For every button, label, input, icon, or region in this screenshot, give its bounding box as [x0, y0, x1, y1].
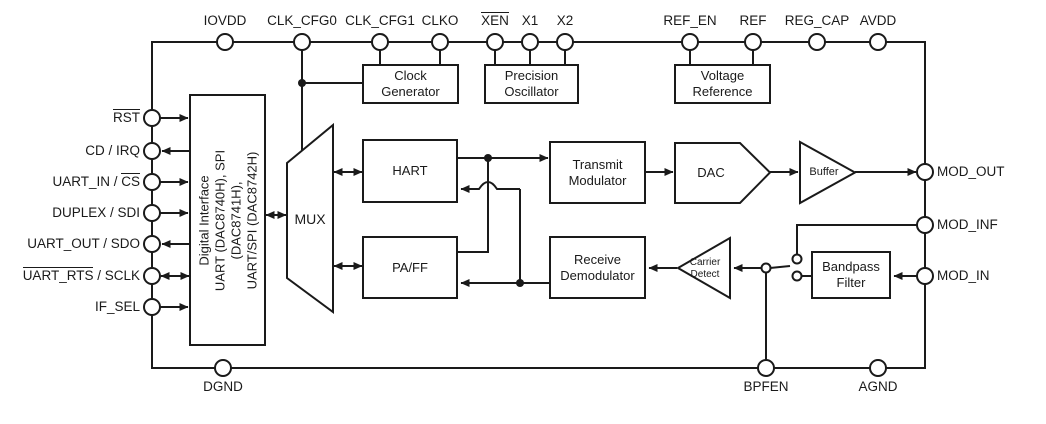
pin-label-uartout-sdo: UART_OUT / SDO [27, 236, 140, 251]
pin-terminal-clkcfg0 [293, 33, 311, 51]
block-label-buffer: Buffer [809, 166, 839, 178]
block-dac [674, 142, 772, 204]
block-label-precision-oscillator: Precision Oscillator [504, 68, 559, 99]
pin-label-uartin-cs: UART_IN / CS [52, 173, 140, 189]
pin-label-x2: X2 [556, 13, 574, 28]
pin-label-iovdd: IOVDD [203, 13, 247, 28]
block-label-hart: HART [392, 163, 428, 178]
pin-label-cdirq: CD / IRQ [85, 143, 140, 158]
pin-label-bpfen: BPFEN [743, 379, 789, 394]
block-label-clock-generator: Clock Generator [381, 68, 440, 99]
pin-terminal-refen [681, 33, 699, 51]
block-label-dac: DAC [697, 165, 725, 180]
block-label-carrier-detect: Carrier Detect [689, 256, 721, 280]
pin-terminal-modin [916, 267, 934, 285]
pin-terminal-agnd [869, 359, 887, 377]
junction-dot [516, 279, 524, 287]
pin-terminal-duplex [143, 204, 161, 222]
wire-switch-lever [769, 265, 791, 269]
pin-label-rst: RST [113, 109, 140, 125]
pin-terminal-modout [916, 163, 934, 181]
pin-label-dgnd: DGND [203, 379, 243, 394]
block-receive-demodulator [549, 236, 646, 299]
block-hart [362, 139, 458, 203]
pin-terminal-ref [744, 33, 762, 51]
junction-dots [298, 79, 524, 287]
pin-label-xen: XEN [481, 12, 509, 28]
block-carrier-detect [675, 236, 731, 300]
wires [160, 50, 917, 360]
block-label-paff: PA/FF [392, 259, 428, 275]
block-label-bandpass-filter: Bandpass Filter [822, 259, 880, 290]
pin-terminal-dgnd [214, 359, 232, 377]
block-mux [286, 122, 334, 314]
pin-label-agnd: AGND [858, 379, 898, 394]
pin-label-refen: REF_EN [663, 13, 717, 28]
wire-rx-to-hart [460, 181, 520, 193]
pin-terminal-clkcfg1 [371, 33, 389, 51]
switch-upper-contact [791, 253, 803, 265]
pin-terminal-xen [486, 33, 504, 51]
block-precision-oscillator [484, 64, 579, 104]
block-voltage-reference [674, 64, 771, 104]
pin-label-modout: MOD_OUT [937, 164, 1005, 179]
pin-terminal-avdd [869, 33, 887, 51]
switch-pole-contact [760, 262, 772, 274]
pin-label-avdd: AVDD [859, 13, 897, 28]
pin-terminal-modinf [916, 216, 934, 234]
block-label-voltage-reference: Voltage Reference [692, 68, 753, 99]
pin-terminal-x2 [556, 33, 574, 51]
pin-terminal-regcap [808, 33, 826, 51]
pin-terminal-uartrts [143, 267, 161, 285]
pin-terminals [143, 33, 934, 377]
wire-modinf-switch [796, 224, 917, 254]
pin-terminal-iovdd [216, 33, 234, 51]
pin-terminal-uartin [143, 173, 161, 191]
block-clock-generator [362, 64, 459, 104]
junction-dot [298, 79, 306, 87]
block-paff [362, 236, 458, 299]
pin-label-ifsel: IF_SEL [94, 299, 140, 314]
pin-terminal-rst [143, 109, 161, 127]
pin-label-regcap: REG_CAP [784, 13, 850, 28]
pin-terminal-ifsel [143, 298, 161, 316]
block-label-transmit-modulator: Transmit Modulator [568, 156, 627, 188]
junction-dot [484, 154, 492, 162]
pin-label-uartrts-sclk: UART_RTS / SCLK [22, 267, 140, 283]
pin-label-clkcfg0: CLK_CFG0 [267, 13, 337, 28]
pin-label-clkcfg1: CLK_CFG1 [345, 13, 415, 28]
pin-label-ref: REF [739, 13, 767, 28]
wire-branch-paff [457, 158, 489, 253]
pin-terminal-uartout [143, 235, 161, 253]
block-label-mux: MUX [294, 211, 326, 227]
pin-label-duplex-sdi: DUPLEX / SDI [52, 205, 140, 220]
pin-terminal-clko [431, 33, 449, 51]
block-buffer [799, 140, 858, 205]
pin-terminal-bpfen [757, 359, 775, 377]
block-digital-interface [189, 94, 266, 346]
pin-label-modinf: MOD_INF [937, 217, 998, 232]
switch-lower-contact [791, 270, 803, 282]
pin-label-clko: CLKO [421, 13, 459, 28]
block-bandpass-filter [811, 251, 891, 299]
pin-terminal-cdirq [143, 142, 161, 160]
function-blocks [189, 64, 891, 346]
pin-label-x1: X1 [521, 13, 539, 28]
pin-label-modin: MOD_IN [937, 268, 990, 283]
pin-terminal-x1 [521, 33, 539, 51]
block-label-digital-interface: Digital Interface UART (DAC8740H), SPI (… [195, 149, 259, 291]
block-label-receive-demodulator: Receive Demodulator [560, 251, 635, 283]
block-transmit-modulator [549, 141, 646, 204]
